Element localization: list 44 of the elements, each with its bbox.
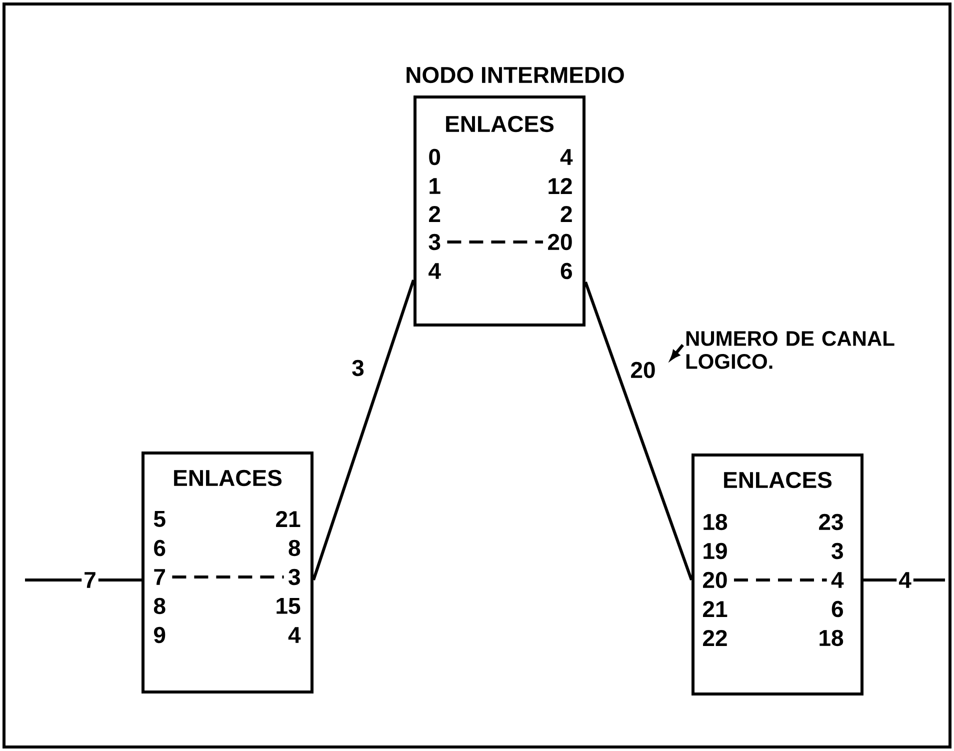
link-number: 3 <box>288 568 300 586</box>
link-number: 2 <box>429 206 440 222</box>
link-number: 4 <box>288 627 301 643</box>
link-number: 20 <box>548 234 572 250</box>
link-number: 12 <box>548 178 572 194</box>
link-number: 4 <box>831 572 844 588</box>
connector-line <box>584 281 693 580</box>
link-number: 3 <box>428 234 440 250</box>
link-number: 8 <box>288 540 300 556</box>
link-number: 7 <box>154 569 165 585</box>
link-number: 6 <box>560 262 572 280</box>
link-number: 8 <box>154 598 166 614</box>
link-number: 21 <box>703 600 728 618</box>
link-number: 23 <box>819 514 843 530</box>
link-number: 18 <box>820 630 844 646</box>
link-number: 4 <box>428 263 441 279</box>
link-number: 9 <box>154 626 166 644</box>
link-number: 19 <box>704 542 727 560</box>
link-number: 5 <box>154 510 166 527</box>
link-number: 1 <box>430 178 440 194</box>
edge-label: 4 <box>896 570 914 590</box>
column-heading: ENLACES <box>724 472 832 488</box>
link-number: 15 <box>276 598 300 614</box>
edge-label: 7 <box>82 570 98 590</box>
link-number: 18 <box>704 514 728 530</box>
node-heading: NODO INTERMEDIO <box>406 66 624 84</box>
link-number: 6 <box>832 600 843 618</box>
link-number: 22 <box>703 630 727 646</box>
column-heading: ENLACES <box>446 116 554 132</box>
edge-label: 20 <box>628 360 658 380</box>
link-number: 20 <box>703 572 727 588</box>
leader-line <box>670 344 684 360</box>
edge-label: 3 <box>350 358 366 378</box>
link-number: 21 <box>276 510 300 528</box>
link-number: 4 <box>560 149 573 165</box>
connector-line <box>25 578 142 582</box>
link-number: 6 <box>154 540 166 556</box>
link-number: 3 <box>832 542 843 560</box>
link-number: 2 <box>560 206 572 222</box>
note-text: NUMERO DE CANAL LOGICO. <box>686 331 894 369</box>
column-heading: ENLACES <box>174 470 282 486</box>
connector-line <box>312 280 415 580</box>
link-number: 0 <box>429 148 440 166</box>
connector-line <box>864 578 945 582</box>
